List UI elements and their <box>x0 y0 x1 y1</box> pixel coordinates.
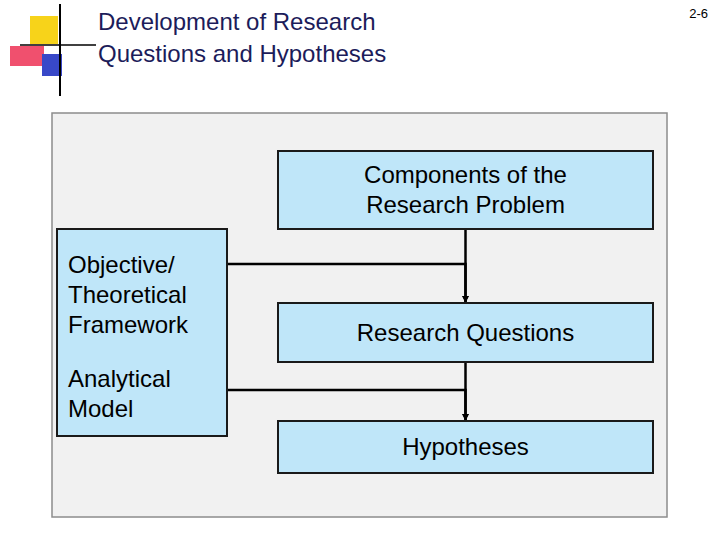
framework-box: Objective/ Theoretical FrameworkAnalytic… <box>56 228 228 437</box>
box-text: Objective/ Theoretical Framework <box>68 250 218 340</box>
logo-square <box>10 46 44 66</box>
box-text: Hypotheses <box>402 432 529 462</box>
connector-arrow <box>228 264 466 302</box>
connector-arrow <box>228 390 466 420</box>
slide-title: Development of Research Questions and Hy… <box>98 6 443 70</box>
problem-box: Components of the Research Problem <box>277 150 654 230</box>
box-text: Analytical Model <box>68 364 218 424</box>
box-text: Components of the Research Problem <box>336 160 596 220</box>
hypotheses-box: Hypotheses <box>277 420 654 474</box>
questions-box: Research Questions <box>277 302 654 363</box>
logo-square <box>30 16 58 44</box>
logo-line <box>20 44 96 46</box>
panel <box>52 113 667 517</box>
box-text: Research Questions <box>357 318 574 348</box>
page-number: 2-6 <box>689 6 708 21</box>
logo-line <box>59 4 61 96</box>
